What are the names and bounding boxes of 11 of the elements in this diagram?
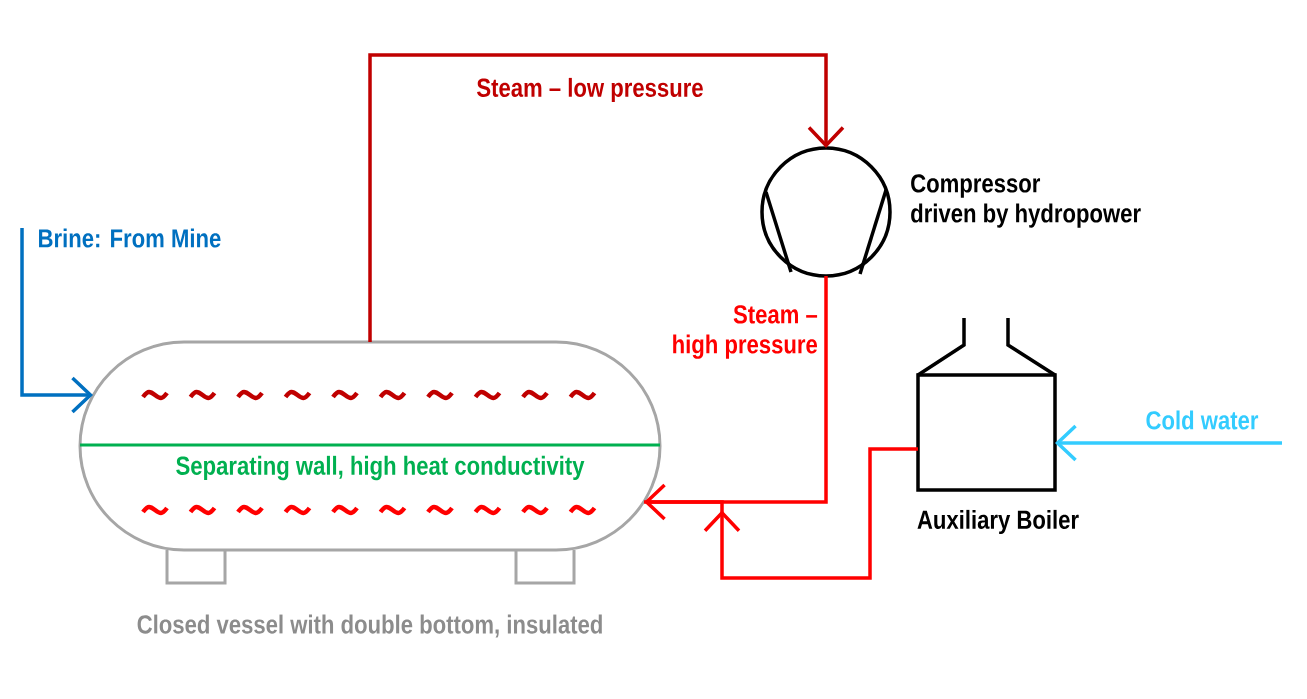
edge-label: Steam – high pressure bbox=[673, 305, 818, 359]
pipe-arrow bbox=[368, 53, 845, 342]
vessel-caption: Closed vessel with double bottom, insulated bbox=[137, 614, 602, 638]
compressor-label: Compressor driven by hydropower bbox=[911, 174, 1141, 228]
edge-label: Brine: From Mine bbox=[39, 228, 221, 248]
edge-label: Cold water bbox=[1146, 410, 1259, 430]
pipe-arrow bbox=[1055, 424, 1282, 462]
pipe-arrow bbox=[644, 276, 828, 521]
pipe-arrow bbox=[20, 228, 93, 414]
boiler-label: Auxiliary Boiler bbox=[917, 509, 1079, 535]
edge-label: Steam – low pressure bbox=[477, 77, 703, 103]
